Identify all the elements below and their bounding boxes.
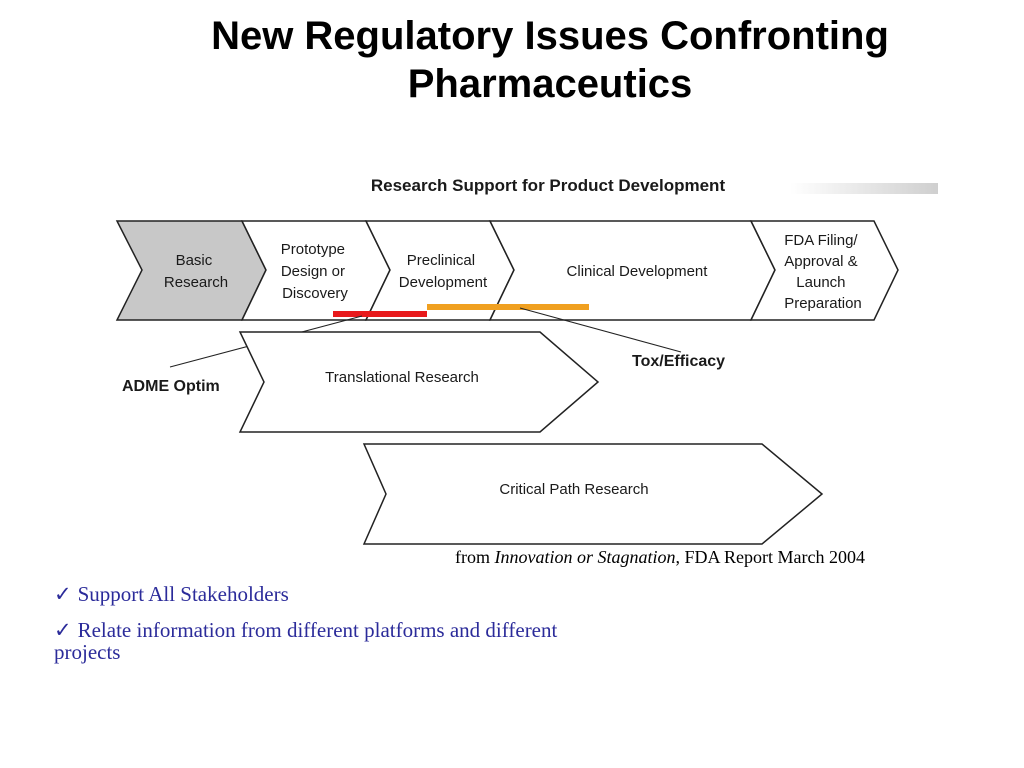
translational-research-label: Translational Research	[325, 369, 479, 386]
bullet-list: ✓Support All Stakeholders ✓Relate inform…	[54, 583, 614, 677]
header-gradient-bar	[790, 183, 938, 194]
stage-prototype-line-2: Design or	[281, 263, 345, 280]
bullet-item: ✓Support All Stakeholders	[54, 583, 614, 605]
stage-fda-line-3: Launch	[796, 274, 845, 291]
stage-prototype-line-1: Prototype	[281, 241, 345, 258]
title-line-2: Pharmaceutics	[407, 62, 693, 106]
stage-fda-label: FDA Filing/ Approval & Launch Preparatio…	[784, 232, 862, 312]
stage-clinical-label: Clinical Development	[567, 263, 709, 280]
stage-fda-filing	[749, 220, 899, 321]
bullet-text: Relate information from different platfo…	[54, 618, 558, 664]
source-citation: from Innovation or Stagnation, FDA Repor…	[455, 547, 995, 568]
tox-callout-line	[519, 307, 682, 353]
title-line-1: New Regulatory Issues Confronting	[211, 14, 889, 58]
stage-preclinical-line-2: Development	[399, 274, 488, 291]
stage-prototype-line-3: Discovery	[282, 285, 348, 302]
adme-optim-bar	[333, 311, 427, 317]
citation-suffix: , FDA Report March 2004	[675, 547, 865, 567]
translational-research-arrow	[238, 331, 600, 433]
stage-basic-research	[115, 220, 267, 321]
slide-title: New Regulatory Issues Confronting Pharma…	[70, 12, 1024, 108]
stage-prototype-label: Prototype Design or Discovery	[281, 241, 349, 302]
adme-optim-label: ADME Optim	[122, 378, 220, 395]
tox-efficacy-bar	[427, 304, 589, 310]
diagram-heading: Research Support for Product Development	[371, 176, 726, 195]
bullet-text: Support All Stakeholders	[77, 582, 289, 606]
citation-source-title: Innovation or Stagnation	[494, 547, 676, 567]
stage-fda-line-2: Approval &	[784, 253, 857, 270]
stage-fda-line-1: FDA Filing/	[784, 232, 858, 249]
stage-preclinical-line-1: Preclinical	[407, 252, 475, 269]
stage-fda-line-4: Preparation	[784, 295, 862, 312]
checkmark-icon: ✓	[54, 582, 72, 606]
critical-path-research-arrow	[362, 443, 824, 545]
tox-efficacy-label: Tox/Efficacy	[632, 353, 725, 370]
stage-basic-line-1: Basic	[176, 252, 213, 269]
critical-path-research-label: Critical Path Research	[499, 481, 648, 498]
citation-prefix: from	[455, 547, 495, 567]
stage-preclinical-label: Preclinical Development	[399, 252, 488, 291]
stage-clinical-line-1: Clinical Development	[567, 263, 709, 280]
checkmark-icon: ✓	[54, 618, 72, 642]
stage-basic-label: Basic Research	[164, 252, 228, 291]
stage-basic-line-2: Research	[164, 274, 228, 291]
bullet-item: ✓Relate information from different platf…	[54, 619, 614, 663]
